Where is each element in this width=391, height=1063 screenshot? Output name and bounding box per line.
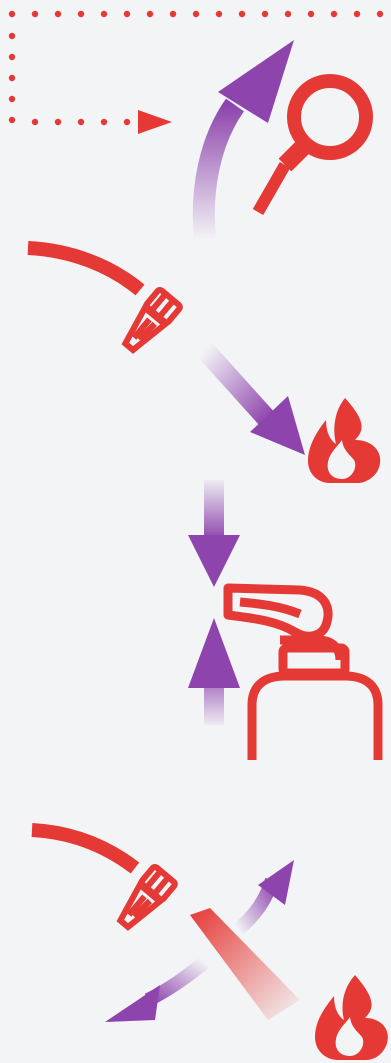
up-arrow-icon <box>188 618 240 725</box>
diagonal-arrow-icon <box>205 350 305 455</box>
extinguisher-handle-icon <box>228 588 378 760</box>
step-3-squeeze <box>188 480 378 760</box>
step-2-aim <box>28 248 380 483</box>
hose-nozzle-icon <box>28 248 181 356</box>
hose-nozzle-icon <box>32 830 176 933</box>
down-arrow-icon <box>188 480 240 587</box>
flame-icon <box>308 398 380 483</box>
step-1-locate <box>9 11 383 240</box>
dotted-path-icon <box>9 11 383 134</box>
step-4-sweep <box>32 830 388 1060</box>
flame-icon <box>315 975 388 1060</box>
curved-up-arrow-icon <box>204 40 294 240</box>
